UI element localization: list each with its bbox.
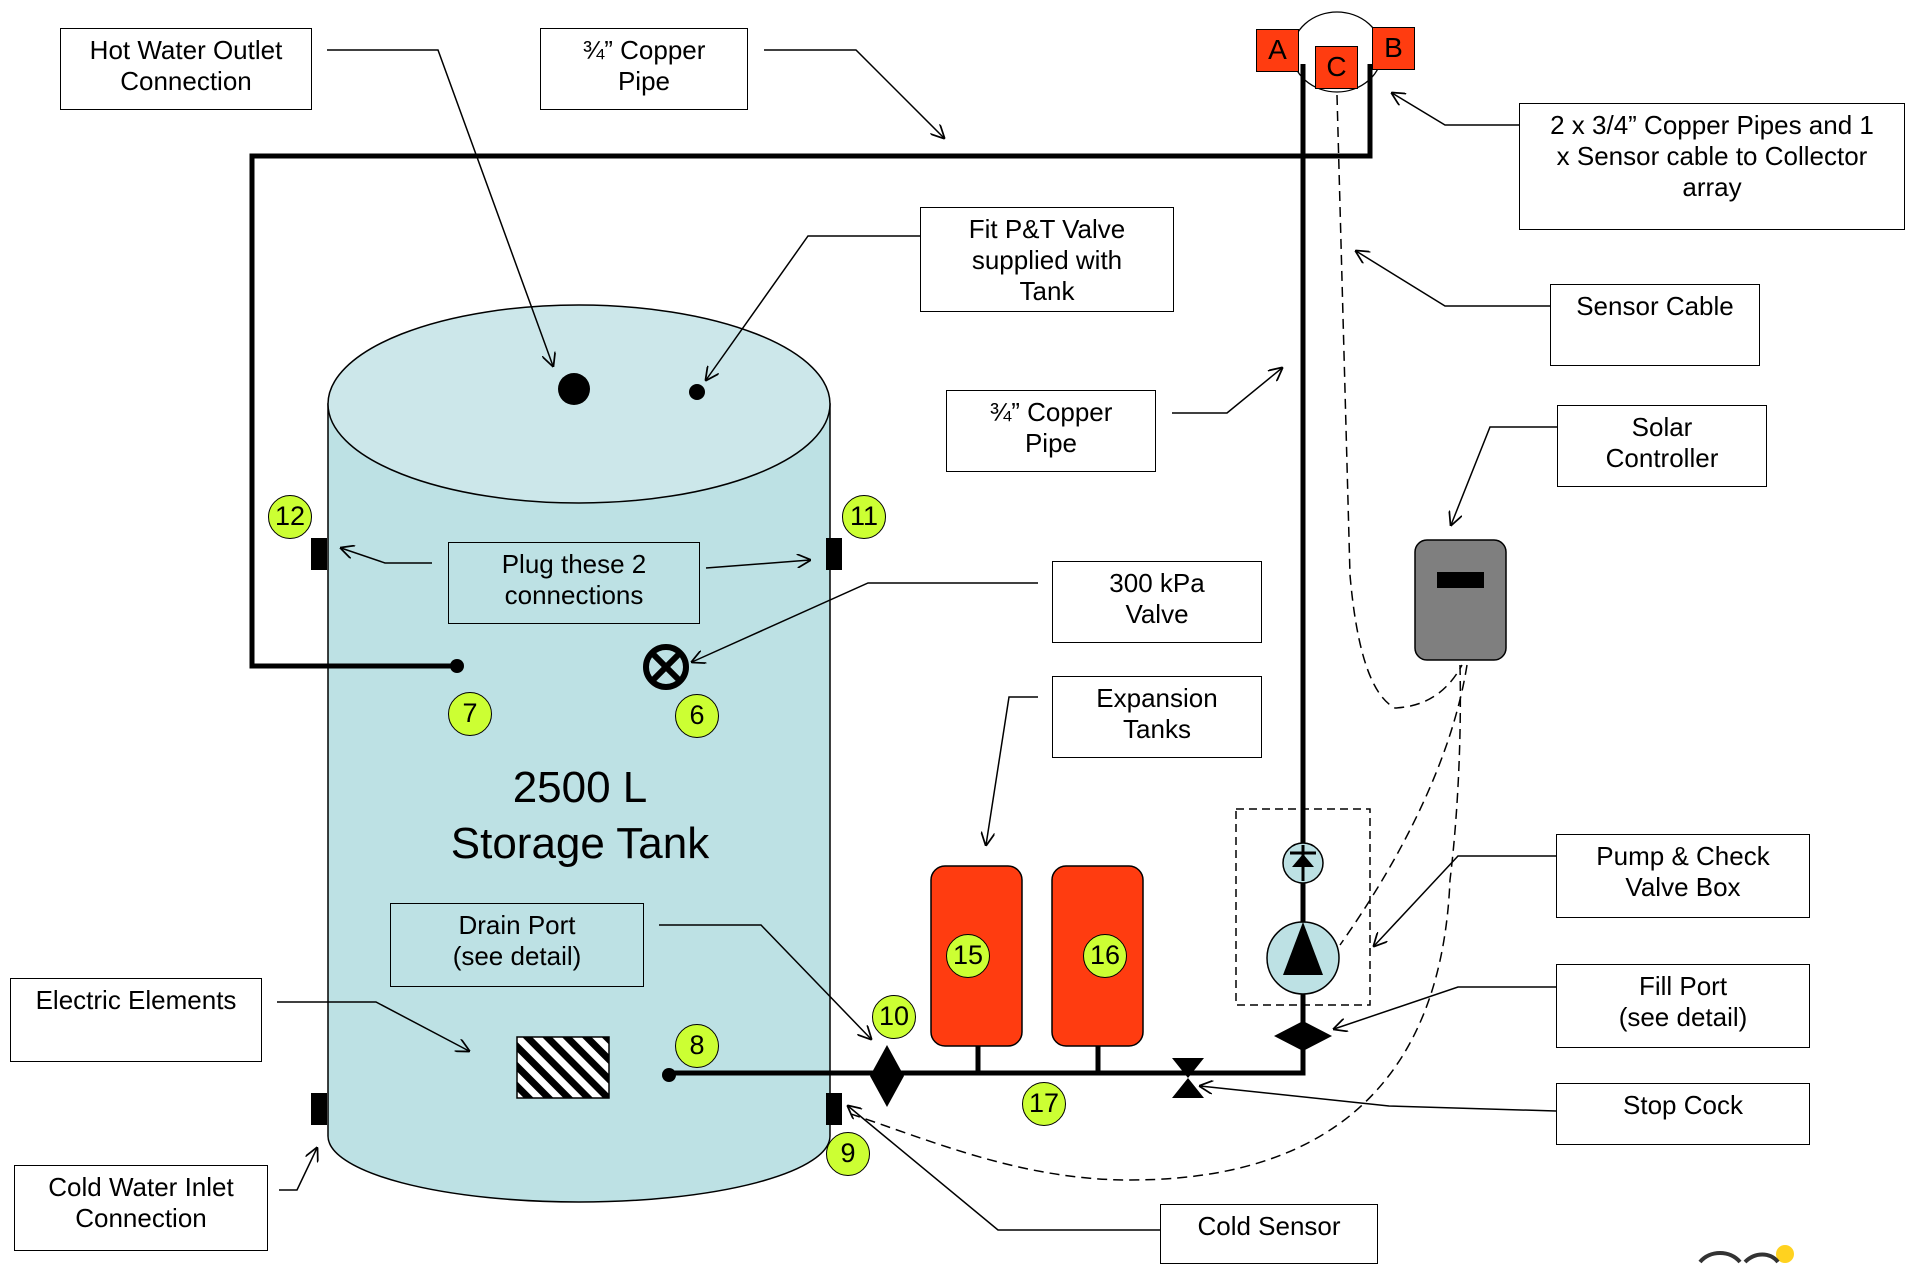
brand-logo — [1698, 1245, 1794, 1264]
badge-7: 7 — [448, 692, 492, 736]
fill-port-diamond — [1274, 1021, 1332, 1051]
badge-16: 16 — [1083, 934, 1127, 978]
label-pt-valve: Fit P&T Valve supplied with Tank — [920, 207, 1174, 312]
connector-12 — [311, 538, 327, 570]
label-fill-port: Fill Port (see detail) — [1556, 964, 1810, 1048]
label-cold-water-inlet: Cold Water Inlet Connection — [14, 1165, 268, 1251]
leader-lines — [277, 49, 1557, 1231]
solar-controller-device — [1414, 539, 1507, 661]
pt-valve-port — [689, 384, 705, 400]
tank-name: Storage Tank — [450, 819, 710, 868]
badge-9: 9 — [826, 1132, 870, 1176]
label-drain-port: Drain Port (see detail) — [390, 903, 644, 987]
connector-9 — [826, 1093, 842, 1125]
badge-17: 17 — [1022, 1082, 1066, 1126]
label-300kpa-valve: 300 kPa Valve — [1052, 561, 1262, 643]
collector-port-a: A — [1256, 29, 1299, 72]
drain-valve-diamond — [870, 1045, 904, 1107]
port-8 — [662, 1068, 676, 1082]
stop-cock-icon — [1172, 1058, 1204, 1098]
label-cold-sensor: Cold Sensor — [1160, 1204, 1378, 1264]
label-copper-pipes-collector: 2 x 3/4” Copper Pipes and 1 x Sensor cab… — [1519, 103, 1905, 230]
badge-8: 8 — [675, 1024, 719, 1068]
tank-capacity: 2500 L — [512, 763, 648, 812]
label-electric-elements: Electric Elements — [10, 978, 262, 1062]
port-7 — [450, 659, 464, 673]
badge-10: 10 — [872, 995, 916, 1039]
badge-6: 6 — [675, 694, 719, 738]
300kpa-valve-icon — [643, 644, 689, 690]
pump-icon — [1266, 921, 1340, 995]
copper-pipe-return — [249, 64, 1373, 669]
label-solar-controller: Solar Controller — [1557, 405, 1767, 487]
badge-15: 15 — [946, 934, 990, 978]
label-sensor-cable: Sensor Cable — [1550, 284, 1760, 366]
label-copper-pipe-mid: ¾” Copper Pipe — [946, 390, 1156, 472]
collector-port-c: C — [1315, 46, 1358, 89]
hot-outlet-port — [558, 373, 590, 405]
cold-inlet-connector — [311, 1093, 327, 1125]
collector-port-b: B — [1372, 27, 1415, 70]
electric-element-icon — [516, 1036, 610, 1099]
check-valve-icon — [1282, 842, 1324, 884]
label-pump-check-valve: Pump & Check Valve Box — [1556, 834, 1810, 918]
label-expansion-tanks: Expansion Tanks — [1052, 676, 1262, 758]
connector-11 — [826, 538, 842, 570]
badge-12: 12 — [268, 495, 312, 539]
label-copper-pipe-top: ¾” Copper Pipe — [540, 28, 748, 110]
label-plug-connections: Plug these 2 connections — [448, 542, 700, 624]
tank-title: 2500 L Storage Tank — [380, 760, 780, 872]
label-hot-water-outlet: Hot Water Outlet Connection — [60, 28, 312, 110]
badge-11: 11 — [842, 495, 886, 539]
label-stop-cock: Stop Cock — [1556, 1083, 1810, 1145]
pump-box-outline — [1235, 808, 1371, 1006]
sensor-cables — [844, 94, 1468, 1181]
